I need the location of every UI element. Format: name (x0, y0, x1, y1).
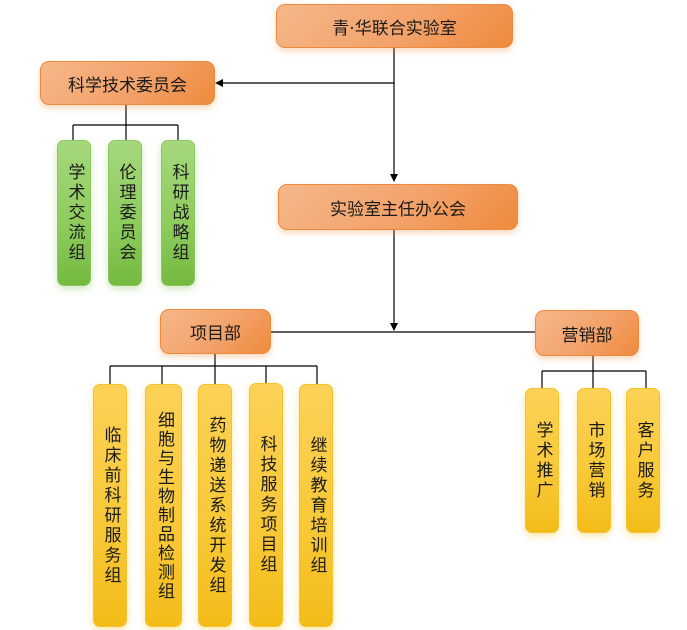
node-committee-label: 科学技术委员会 (68, 75, 187, 96)
node-marketing-child-2: 市场营销 (577, 388, 611, 533)
node-marketing-dept: 营销部 (535, 310, 639, 356)
node-project-child-2: 细胞与生物制品检测组 (145, 384, 182, 627)
node-project-child-1: 临床前科研服务组 (93, 384, 127, 627)
node-project-child-5: 继续教育培训组 (299, 384, 333, 627)
node-committee-child-3-label: 科研战略组 (168, 163, 189, 263)
node-committee-child-1: 学术交流组 (57, 140, 91, 286)
node-office: 实验室主任办公会 (278, 184, 518, 230)
node-project-child-3-label: 药物递送系统开发组 (205, 415, 226, 596)
node-marketing-dept-label: 营销部 (561, 325, 613, 346)
node-project-child-2-label: 细胞与生物制品检测组 (154, 410, 174, 601)
node-office-label: 实验室主任办公会 (330, 199, 466, 220)
node-committee: 科学技术委员会 (40, 61, 215, 105)
node-committee-child-1-label: 学术交流组 (64, 163, 85, 263)
node-project-dept-label: 项目部 (190, 324, 241, 344)
node-committee-child-2: 伦理委员会 (108, 140, 142, 286)
node-marketing-child-1-label: 学术推广 (532, 420, 553, 501)
node-marketing-child-3: 客户服务 (626, 388, 660, 533)
node-committee-child-3: 科研战略组 (161, 140, 195, 286)
node-committee-child-2-label: 伦理委员会 (115, 163, 136, 263)
node-marketing-child-3-label: 客户服务 (633, 420, 654, 501)
node-root: 青·华联合实验室 (276, 4, 513, 48)
node-project-child-4: 科技服务项目组 (249, 383, 283, 627)
node-marketing-child-2-label: 市场营销 (584, 420, 605, 501)
node-project-child-1-label: 临床前科研服务组 (100, 425, 121, 586)
node-project-child-4-label: 科技服务项目组 (256, 435, 277, 575)
node-project-child-5-label: 继续教育培训组 (306, 435, 327, 576)
node-project-child-3: 药物递送系统开发组 (198, 384, 232, 627)
node-root-label: 青·华联合实验室 (332, 18, 457, 39)
node-project-dept: 项目部 (160, 309, 271, 354)
node-marketing-child-1: 学术推广 (525, 388, 559, 533)
